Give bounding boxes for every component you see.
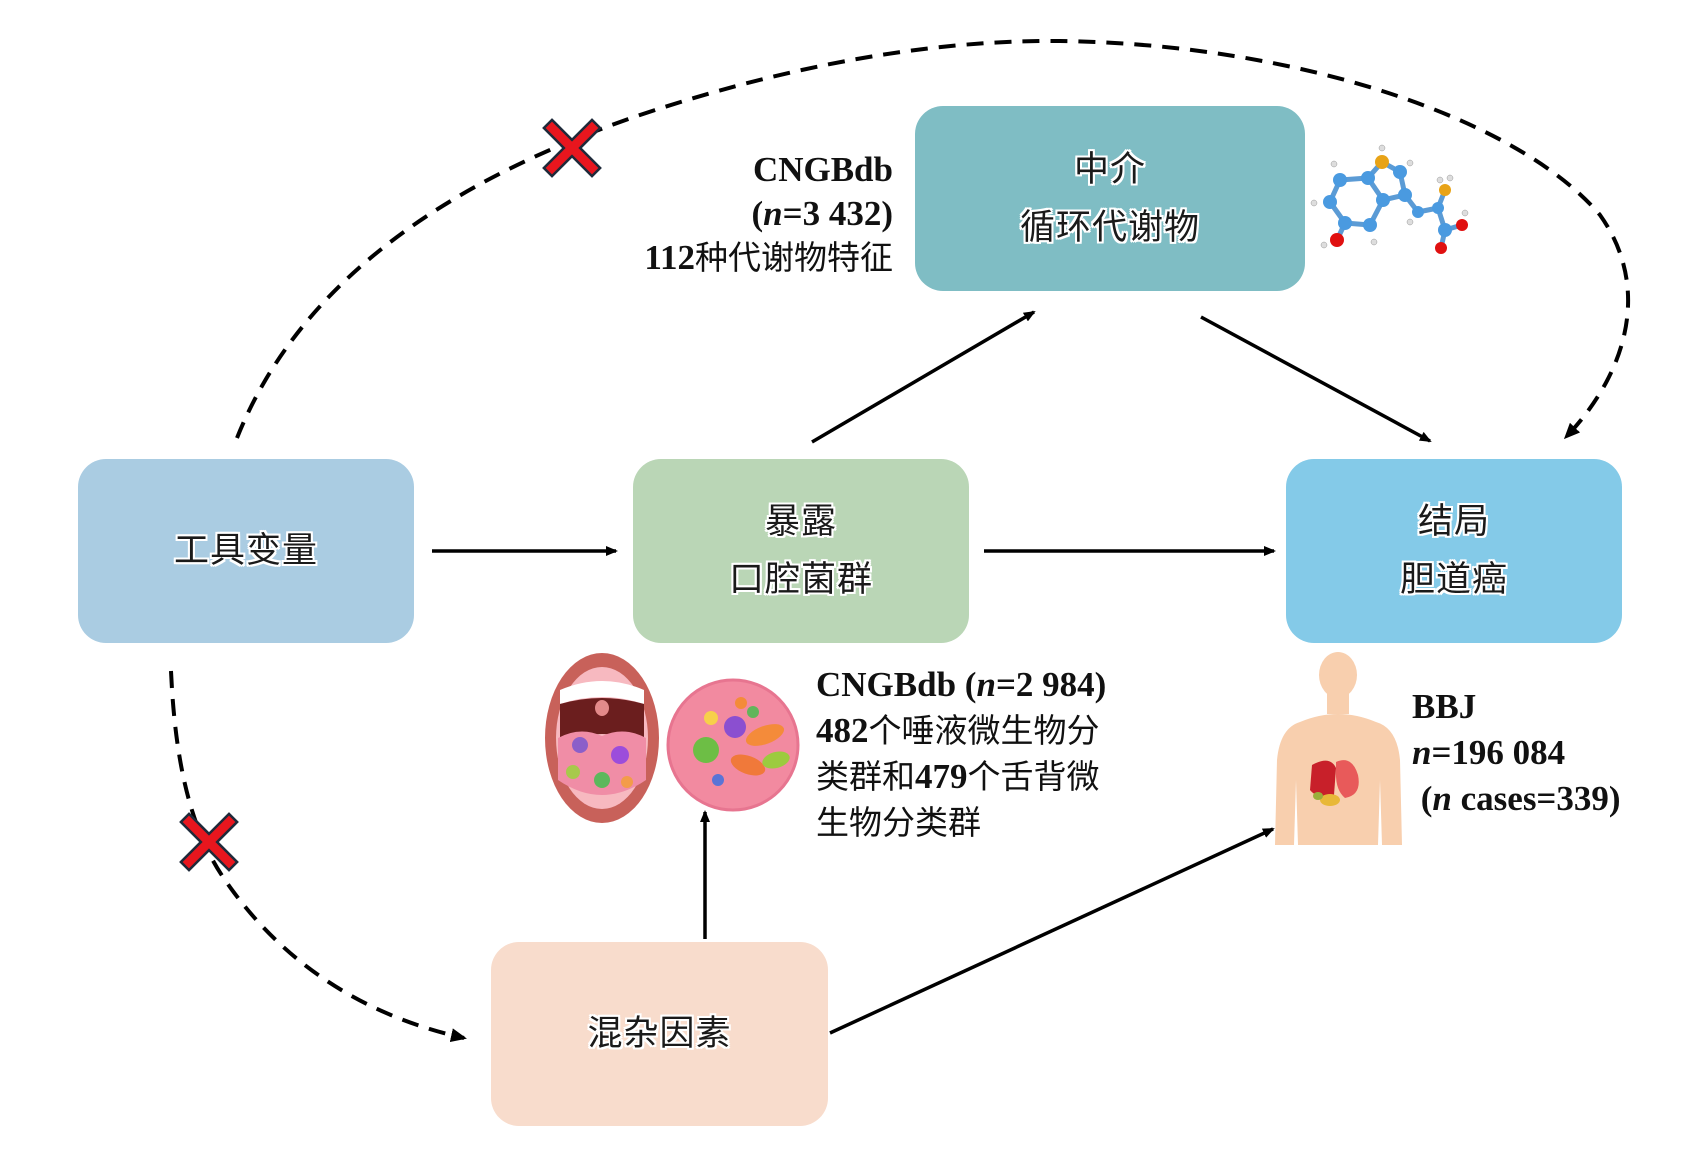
n-symbol: n <box>763 194 783 233</box>
mediator-feature-count: 112种代谢物特征 <box>644 236 893 280</box>
red-x-icon <box>542 118 602 178</box>
open-mouth-bacteria-icon <box>545 653 659 823</box>
node-mediator-label-1: 中介 <box>1073 149 1146 190</box>
n-value: =196 084 <box>1431 733 1566 772</box>
conjunction: 类群和 <box>816 757 915 796</box>
outcome-sample-size: n=196 084 <box>1412 730 1621 776</box>
edge-instrument-to-outcome-dashed <box>235 38 1630 440</box>
human-body-organs-icon <box>1275 652 1402 845</box>
exposure-line-2: 482个唾液微生物分 <box>816 708 1106 754</box>
red-x-icon <box>179 812 239 872</box>
edge-exposure-to-mediator <box>811 310 1036 444</box>
node-outcome: 结局 胆道癌 <box>1286 459 1622 643</box>
node-exposure: 暴露 口腔菌群 <box>633 459 969 643</box>
mediator-source: CNGBdb <box>752 150 893 189</box>
edge-instrument-to-confounder-dashed <box>169 670 467 1043</box>
node-exposure-label-2: 口腔菌群 <box>728 560 873 600</box>
node-instrument-label: 工具变量 <box>173 531 318 571</box>
molecule-icon <box>1310 144 1469 254</box>
n-symbol: n <box>1412 733 1432 772</box>
cases-value: cases=339) <box>1451 779 1621 818</box>
paren-open: ( <box>1412 779 1433 818</box>
tongue-taxa-desc-cont: 生物分类群 <box>816 803 981 842</box>
exposure-line-3: 类群和479个舌背微 <box>816 754 1106 800</box>
exposure-source-name: CNGBdb ( <box>816 665 977 704</box>
saliva-taxa-desc: 个唾液微生物分 <box>868 711 1100 750</box>
node-exposure-label-1: 暴露 <box>764 502 837 542</box>
node-instrument: 工具变量 <box>78 459 414 643</box>
mediator-data-source-annotation: CNGBdb (n=3 432) 112种代谢物特征 <box>644 148 893 280</box>
node-outcome-label-2: 胆道癌 <box>1399 560 1508 600</box>
bacteria-circle-icon <box>666 678 800 812</box>
tongue-taxa-count: 479 <box>915 757 968 796</box>
n-value: =2 984) <box>995 665 1107 704</box>
node-mediator-label-2: 循环代谢物 <box>1019 207 1200 248</box>
tongue-taxa-desc: 个舌背微 <box>967 757 1100 796</box>
n-symbol: n <box>1432 779 1452 818</box>
outcome-cases: (n cases=339) <box>1412 776 1621 822</box>
edge-confounder-to-outcome <box>829 827 1275 1035</box>
exposure-data-source-annotation: CNGBdb (n=2 984) 482个唾液微生物分 类群和479个舌背微 生… <box>816 662 1106 846</box>
outcome-source: BBJ <box>1412 687 1477 726</box>
exposure-line-4: 生物分类群 <box>816 800 1106 846</box>
exposure-source: CNGBdb (n=2 984) <box>816 662 1106 708</box>
edge-mediator-to-outcome <box>1200 315 1432 443</box>
outcome-data-source-annotation: BBJ n=196 084 (n cases=339) <box>1412 684 1621 822</box>
n-symbol: n <box>976 665 996 704</box>
paren-open: ( <box>751 194 764 233</box>
node-confounder-label: 混杂因素 <box>587 1014 732 1054</box>
node-outcome-label-1: 结局 <box>1417 502 1490 542</box>
mediator-sample-size: (n=3 432) <box>644 192 893 236</box>
n-value: =3 432) <box>782 194 893 233</box>
node-mediator: 中介 循环代谢物 <box>915 106 1305 291</box>
saliva-taxa-count: 482 <box>816 711 869 750</box>
feature-count: 112 <box>644 238 695 277</box>
feature-desc: 种代谢物特征 <box>695 238 893 277</box>
node-confounder: 混杂因素 <box>491 942 828 1126</box>
